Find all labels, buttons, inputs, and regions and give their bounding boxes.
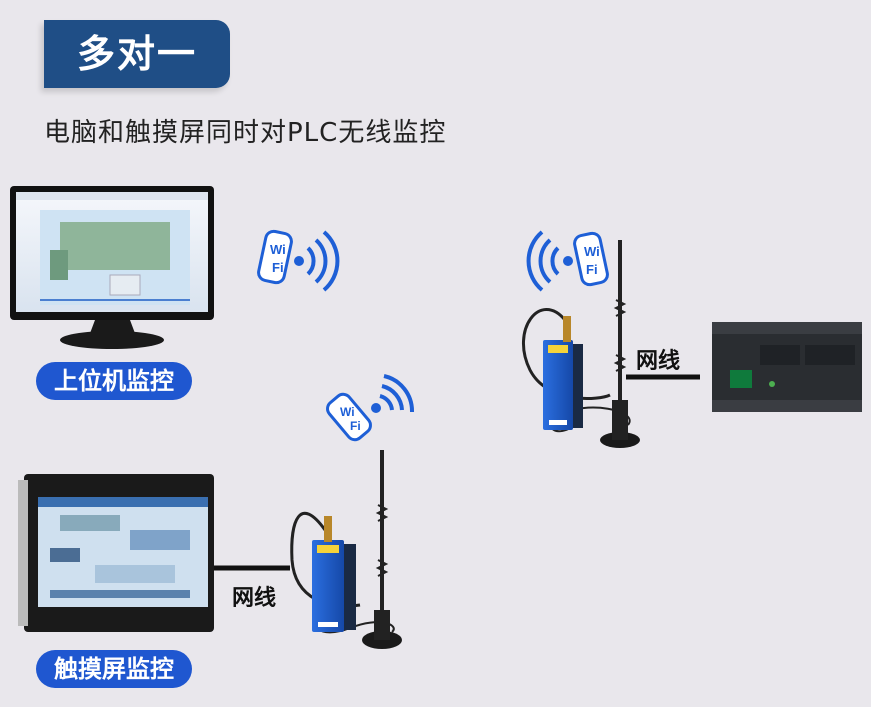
title-tab <box>44 20 230 88</box>
touch-panel <box>18 474 214 632</box>
wifi-icon: Wi Fi <box>326 374 415 442</box>
touch-monitoring-label: 触摸屏监控 <box>36 650 192 688</box>
wifi-icon: Wi Fi <box>257 229 340 292</box>
pc-monitoring-label: 上位机监控 <box>36 362 192 400</box>
wireless-router-top <box>522 240 640 448</box>
svg-text:Wi: Wi <box>584 244 600 259</box>
page-subtitle: 电脑和触摸屏同时对PLC无线监控 <box>44 118 447 148</box>
ethernet-label-top: 网线 <box>636 349 681 374</box>
svg-text:Wi: Wi <box>270 242 286 257</box>
svg-text:Fi: Fi <box>586 262 598 277</box>
svg-text:Fi: Fi <box>350 419 361 433</box>
svg-text:Wi: Wi <box>340 405 355 419</box>
ethernet-label-bottom: 网线 <box>232 586 277 611</box>
svg-text:Fi: Fi <box>272 260 284 275</box>
wifi-icon: Wi Fi <box>526 230 609 292</box>
pc-monitor <box>10 186 214 349</box>
wireless-router-bottom <box>290 450 402 649</box>
page-title: 多对一 <box>76 32 197 76</box>
plc-device <box>712 322 862 412</box>
